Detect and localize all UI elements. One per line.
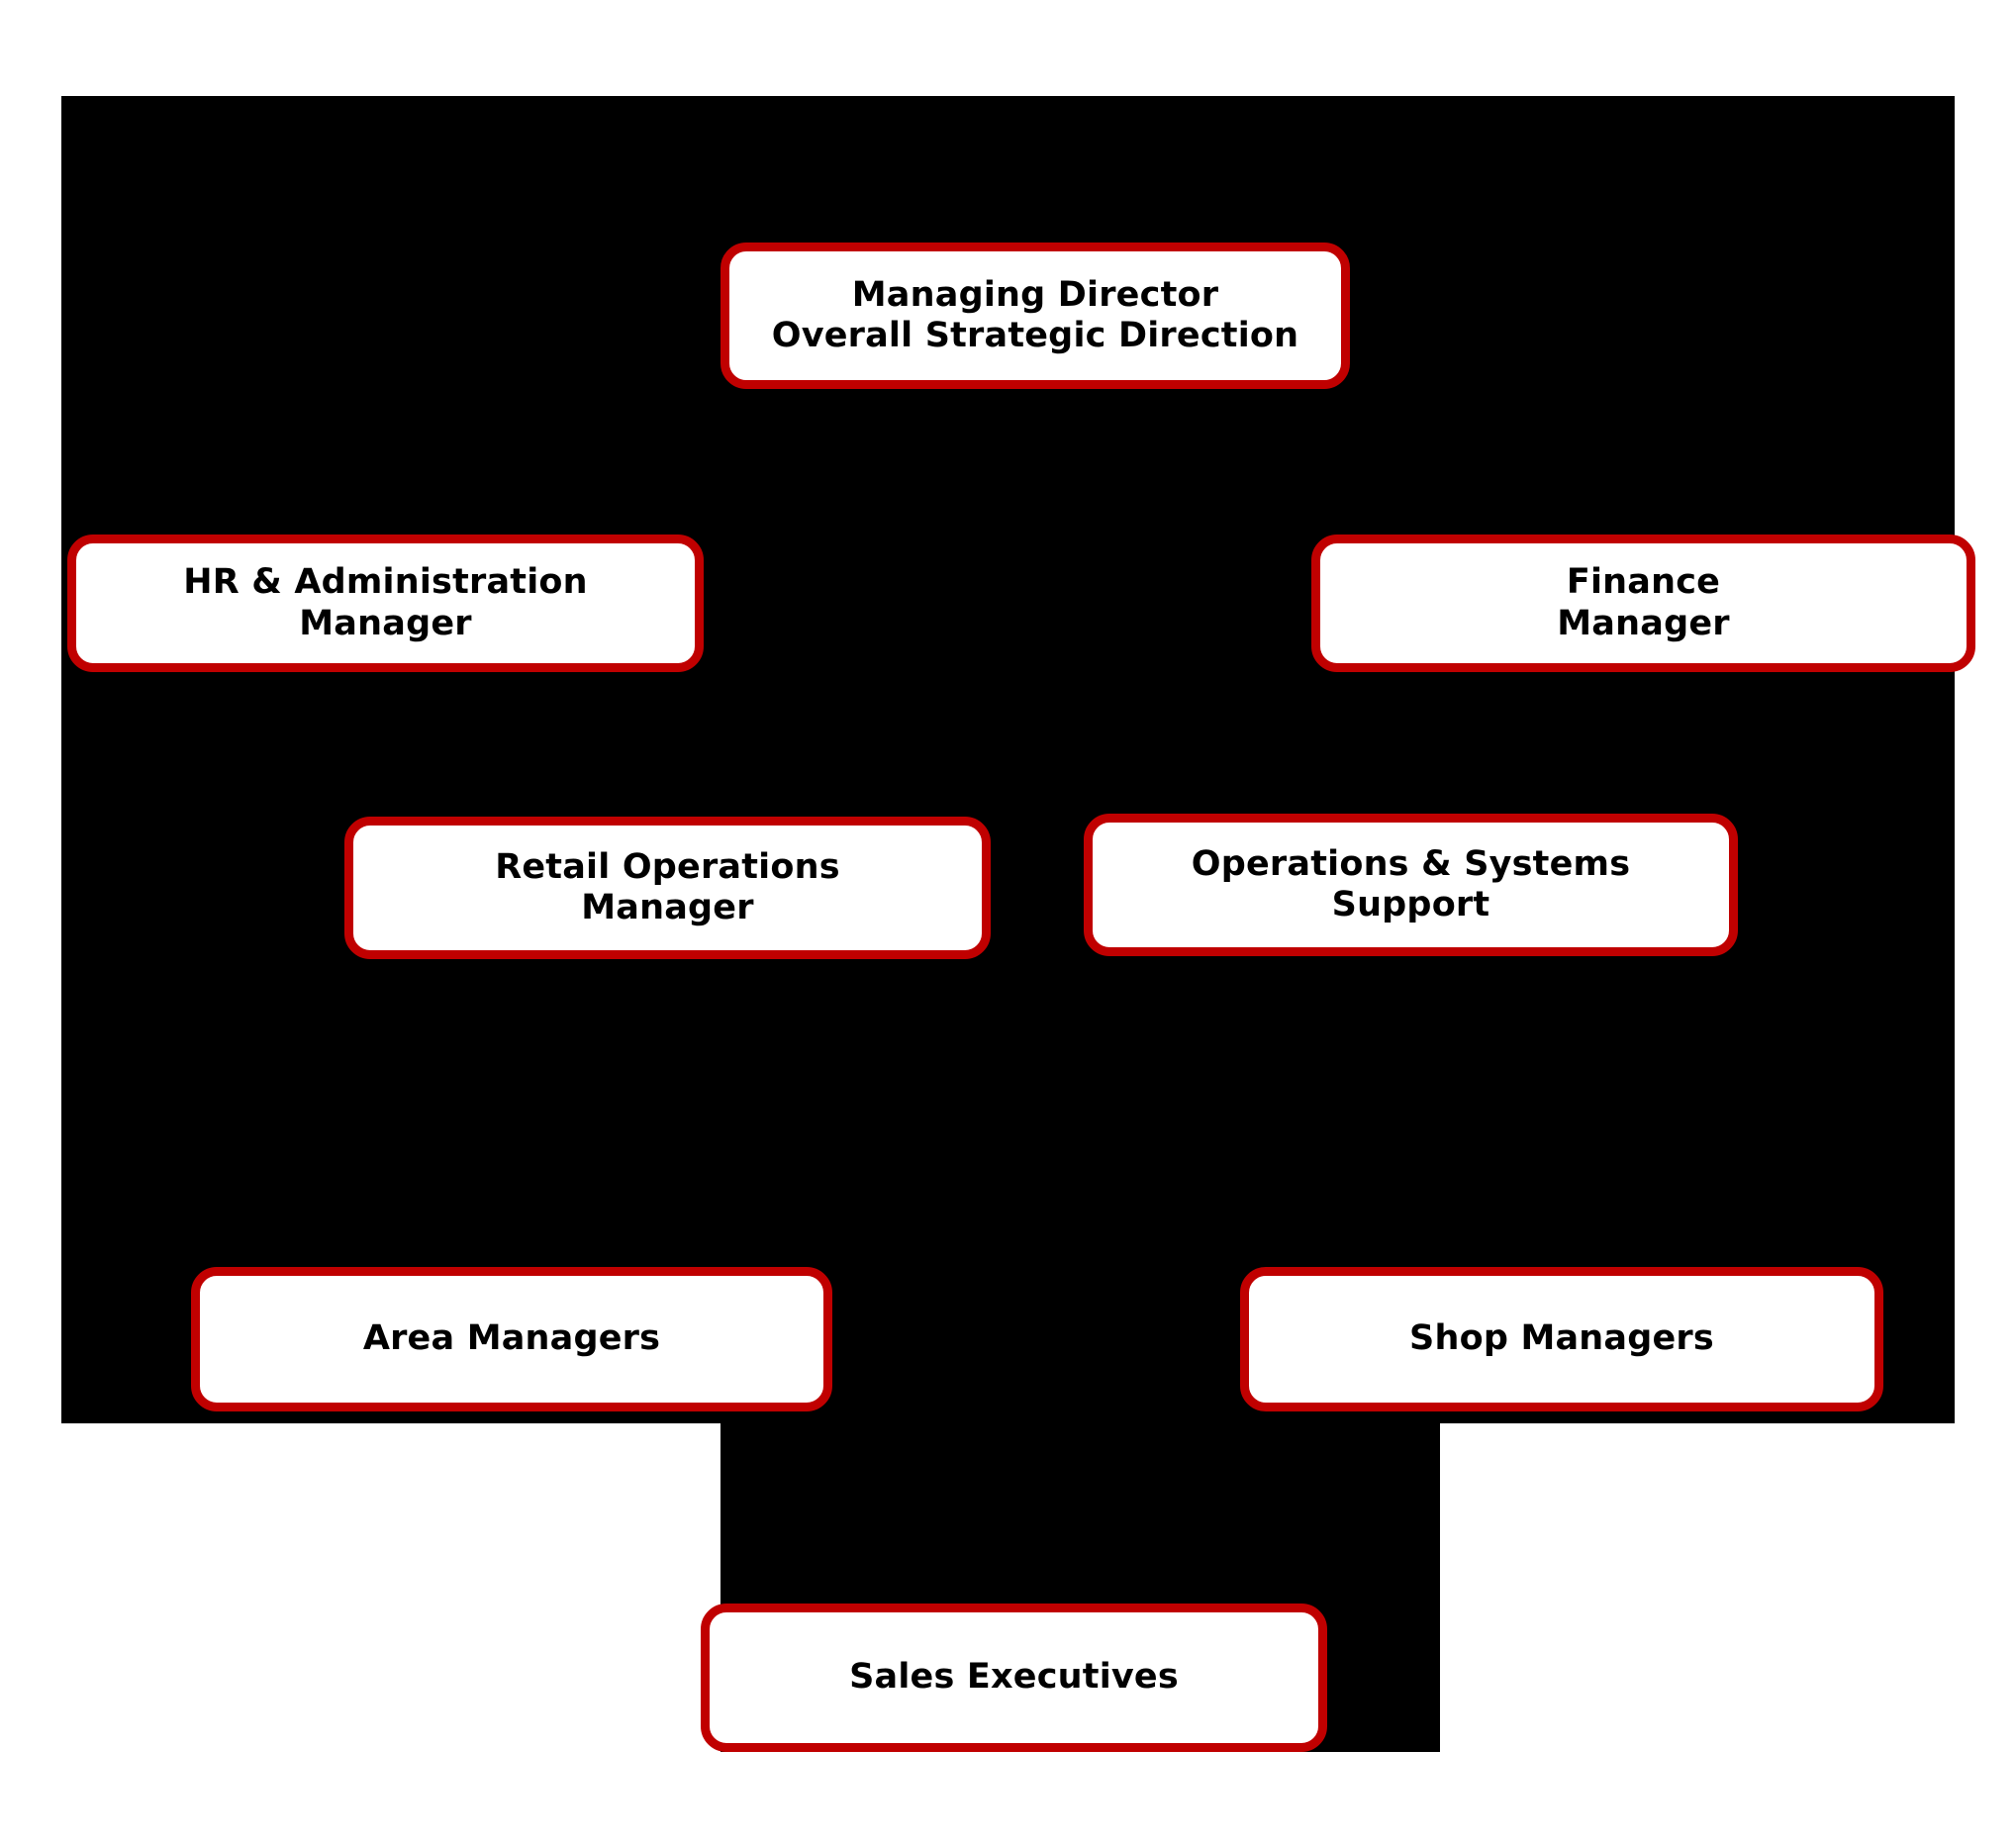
org-node-label: Retail Operations Manager [495, 846, 840, 927]
org-node-managing-director[interactable]: Managing Director Overall Strategic Dire… [720, 243, 1350, 389]
org-node-label: Finance Manager [1557, 562, 1730, 643]
org-node-finance-manager[interactable]: Finance Manager [1311, 535, 1975, 672]
org-node-operations-systems-support[interactable]: Operations & Systems Support [1084, 814, 1738, 956]
org-node-hr-administration-manager[interactable]: HR & Administration Manager [67, 535, 704, 672]
org-node-label: Sales Executives [849, 1657, 1179, 1698]
org-node-label: Operations & Systems Support [1191, 843, 1631, 924]
org-node-sales-executives[interactable]: Sales Executives [701, 1604, 1327, 1752]
org-node-label: Managing Director Overall Strategic Dire… [771, 274, 1299, 355]
org-node-retail-operations-manager[interactable]: Retail Operations Manager [344, 817, 991, 959]
org-node-area-managers[interactable]: Area Managers [191, 1267, 832, 1411]
org-node-label: Shop Managers [1409, 1318, 1714, 1359]
org-node-label: Area Managers [362, 1318, 661, 1359]
org-node-label: HR & Administration Manager [183, 562, 588, 643]
org-node-shop-managers[interactable]: Shop Managers [1240, 1267, 1883, 1411]
